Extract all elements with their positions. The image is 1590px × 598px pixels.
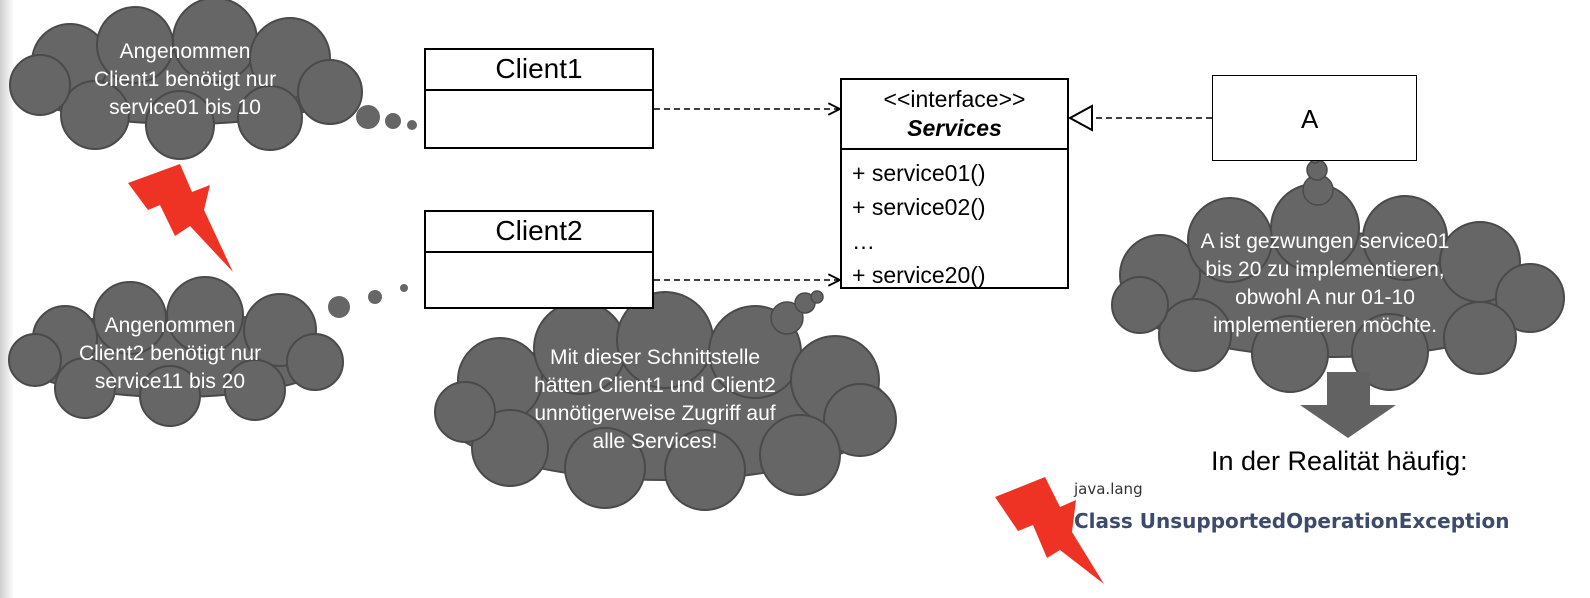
class-name: Client1	[426, 50, 652, 91]
thought-line: implementieren möchte.	[1212, 314, 1438, 337]
thought-line: Angenommen	[104, 314, 236, 337]
thought-line: Client2 benötigt nur	[78, 342, 262, 365]
thought-line: hätten Client1 und Client2	[534, 374, 776, 397]
component-a: A	[1212, 75, 1417, 161]
thought-line: service01 bis 10	[109, 96, 261, 119]
class-client1: Client1	[424, 48, 654, 149]
thought-line: unnötigerweise Zugriff auf	[534, 402, 776, 425]
java-package-label: java.lang	[1074, 480, 1143, 498]
thought-line: bis 20 zu implementieren,	[1205, 258, 1445, 281]
down-arrow-icon	[1300, 372, 1396, 438]
thought-text-client1: Angenommen Client1 benötigt nur service0…	[40, 38, 330, 122]
operation-item: + service01()	[852, 160, 986, 186]
thought-line: Client1 benötigt nur	[93, 68, 277, 91]
thought-bubbles-client2	[328, 284, 408, 318]
operation-item: + service20()	[852, 262, 986, 288]
thought-line: alle Services!	[592, 430, 718, 453]
thought-cloud-client1	[9, 0, 363, 160]
interface-header: <<interface>> Services	[842, 80, 1067, 150]
thought-line: Mit dieser Schnittstelle	[549, 346, 761, 369]
thought-text-client2: Angenommen Client2 benötigt nur service1…	[25, 312, 315, 396]
thought-line: service11 bis 20	[94, 370, 246, 393]
component-name: A	[1301, 104, 1319, 134]
thought-text-implementer: A ist gezwungen service01 bis 20 zu impl…	[1175, 228, 1475, 340]
exception-class-title: Class UnsupportedOperationException	[1074, 509, 1510, 533]
slide-edge-shade	[0, 0, 14, 598]
class-client2: Client2	[424, 210, 654, 309]
thought-bubbles-access	[770, 290, 824, 335]
thought-cloud-implementer	[1111, 183, 1565, 393]
interface-operations: + service01() + service02() … + service2…	[852, 156, 986, 292]
lightning-icon	[128, 164, 233, 272]
operation-item: …	[852, 228, 875, 254]
lightning-icon	[995, 477, 1104, 584]
interface-name: Services	[907, 115, 1002, 141]
thought-line: obwohl A nur 01-10	[1235, 286, 1415, 309]
class-name: Client2	[426, 212, 652, 253]
thought-bubbles-client1	[356, 105, 417, 130]
thought-line: Angenommen	[119, 40, 251, 63]
reality-heading: In der Realität häufig:	[1211, 446, 1468, 476]
thought-cloud-client2	[8, 276, 344, 427]
interface-stereotype: <<interface>>	[883, 86, 1026, 112]
interface-services: <<interface>> Services	[840, 78, 1069, 289]
thought-text-access: Mit dieser Schnittstelle hätten Client1 …	[495, 344, 815, 456]
operation-item: + service02()	[852, 194, 986, 220]
thought-line: A ist gezwungen service01	[1200, 230, 1450, 253]
realization-arrowhead	[1067, 104, 1093, 132]
